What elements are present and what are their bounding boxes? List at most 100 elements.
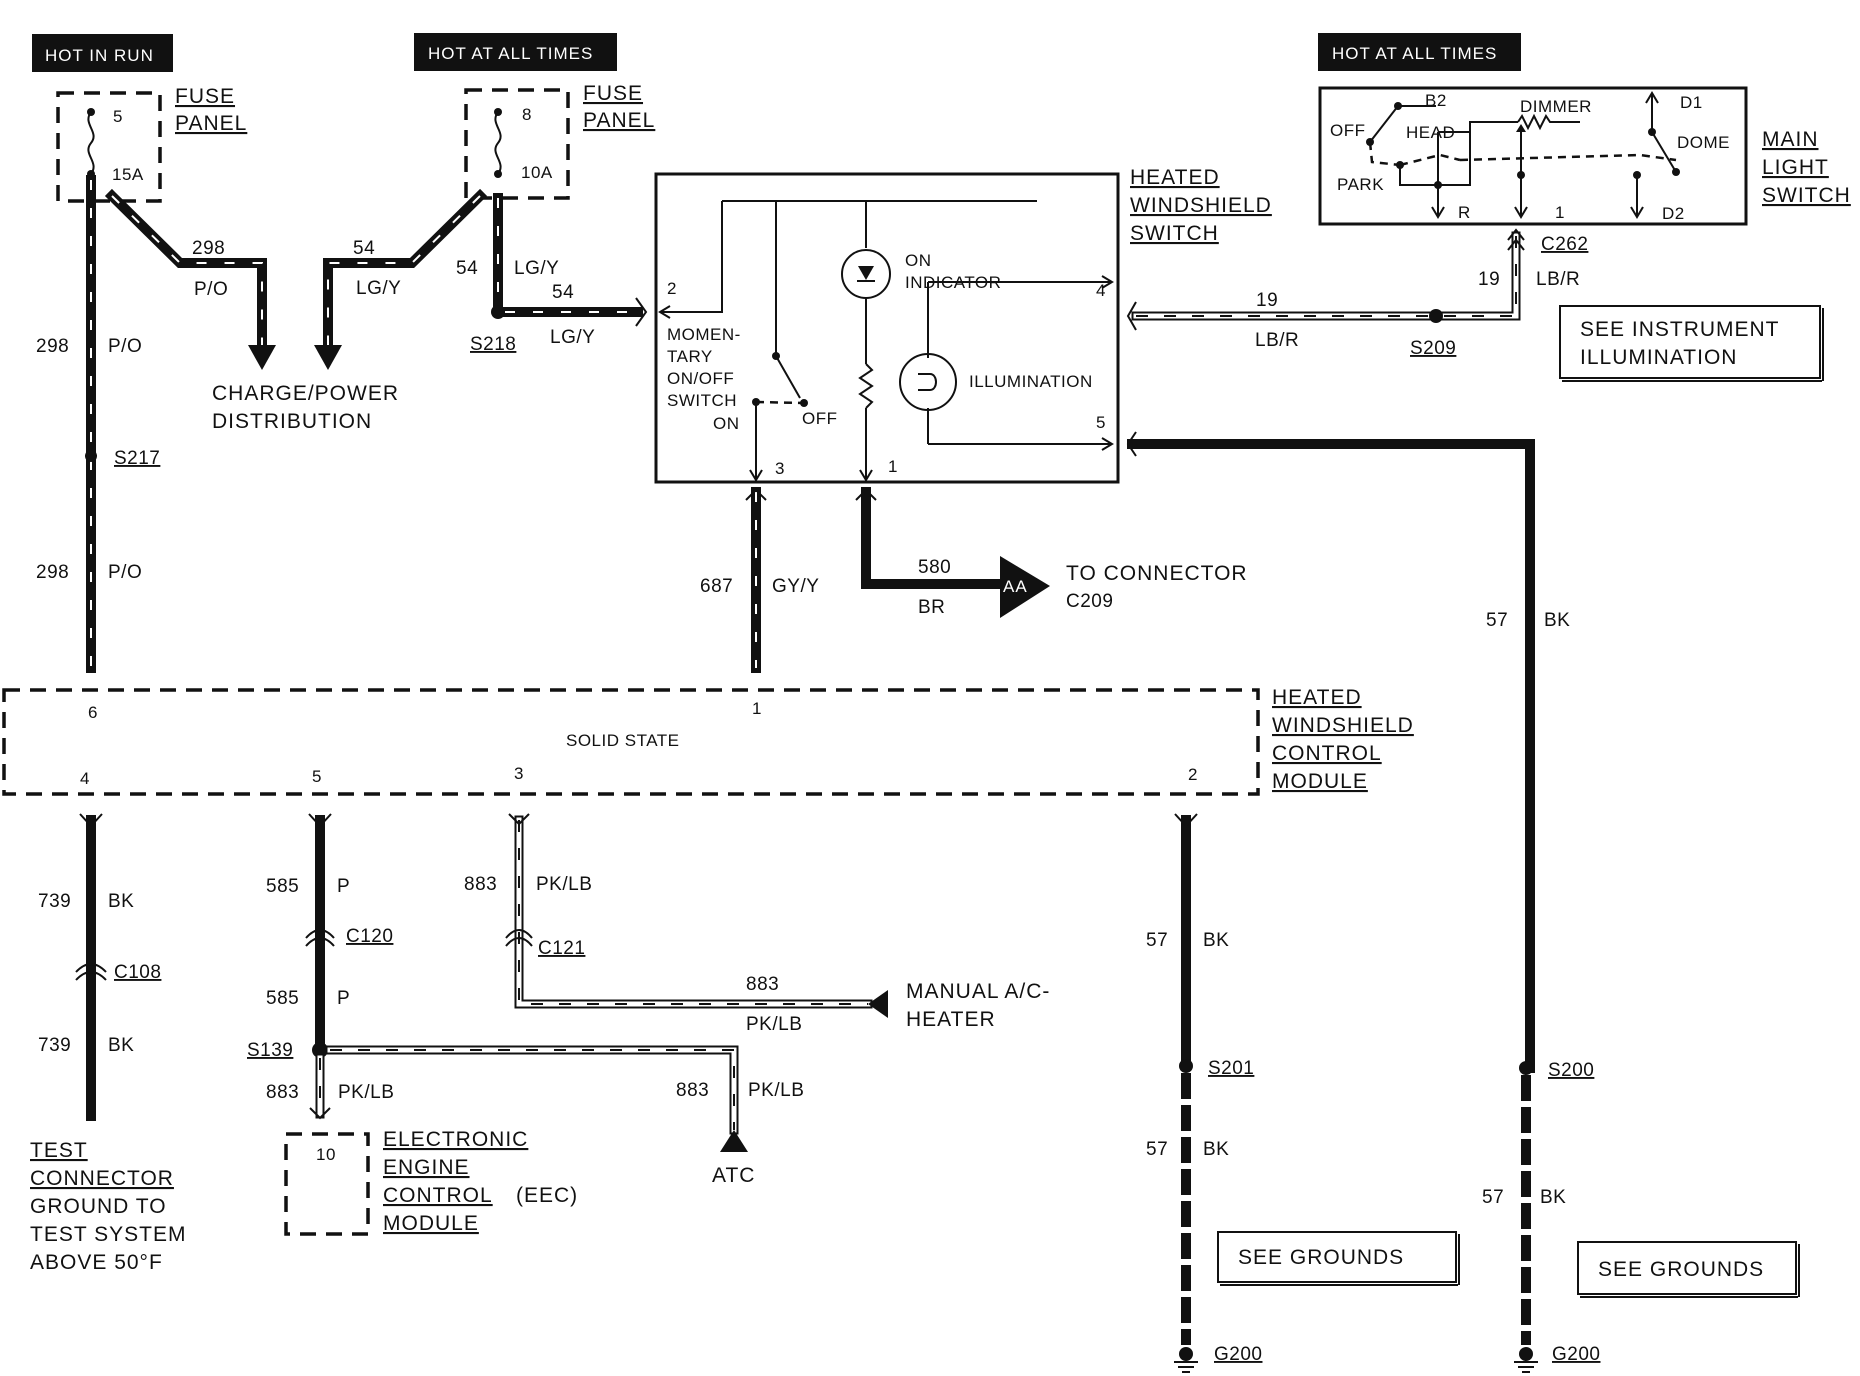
splice-s209-label: S209 <box>1410 338 1456 359</box>
wire-54-a-number: 54 <box>353 238 375 259</box>
ground-g200-a-label: G200 <box>1214 1344 1262 1365</box>
splice-s200-dot <box>1519 1061 1533 1075</box>
badge-hot-at-all-times-2: HOT AT ALL TIMES <box>1318 33 1521 71</box>
hws-title-3: SWITCH <box>1130 222 1219 245</box>
wire-739-a-number: 739 <box>38 891 71 912</box>
fuse-10a-label: 10A <box>521 163 553 182</box>
wire-298-b-number: 298 <box>192 238 225 259</box>
wire-585-b-color: P <box>337 988 350 1009</box>
mls-off: OFF <box>1330 121 1366 140</box>
momentary-label-2: TARY <box>667 347 713 366</box>
hws-title-1: HEATED <box>1130 166 1220 189</box>
splice-s201-label: S201 <box>1208 1058 1254 1079</box>
wire-739 <box>75 813 107 1121</box>
fuse-panel-2: 8 10A FUSE PANEL <box>464 82 654 200</box>
wire-19-a-color: LB/R <box>1255 330 1299 351</box>
on-indicator-label-2: INDICATOR <box>905 273 1001 292</box>
mls-title-3: SWITCH <box>1762 184 1851 207</box>
wire-57-main <box>1126 431 1535 1073</box>
mls-b2: B2 <box>1425 91 1447 110</box>
fuse-5-label: 5 <box>113 107 123 126</box>
wire-883-c-color: PK/LB <box>338 1082 394 1103</box>
wire-298-b-color: P/O <box>194 279 228 300</box>
fuse-15a-label: 15A <box>112 165 144 184</box>
module-pin-4: 4 <box>80 769 90 788</box>
hws-pin-1: 1 <box>888 457 898 476</box>
wire-580 <box>855 487 1050 618</box>
mls-pin-1: 1 <box>1555 203 1565 222</box>
eec-label-4: MODULE <box>383 1212 479 1235</box>
wire-585 <box>305 813 335 1055</box>
connector-c262-label: C262 <box>1541 234 1588 255</box>
wire-57-pin2 <box>1174 813 1198 1071</box>
wire-54-b-color: LG/Y <box>514 258 559 279</box>
wire-57-b-number: 57 <box>1146 1139 1168 1160</box>
fuse-panel-2-title-1: FUSE <box>583 82 643 105</box>
hws-title-2: WINDSHIELD <box>1130 194 1272 217</box>
see-grounds-box-1: SEE GROUNDS <box>1217 1231 1460 1286</box>
module-pin-6: 6 <box>88 703 98 722</box>
see-grounds-1-label: SEE GROUNDS <box>1238 1246 1404 1269</box>
hws-pin-5: 5 <box>1096 413 1106 432</box>
wire-298-a-color: P/O <box>108 336 142 357</box>
connector-c121-label: C121 <box>538 938 585 959</box>
splice-s200-label: S200 <box>1548 1060 1594 1081</box>
svg-text:HOT AT ALL TIMES: HOT AT ALL TIMES <box>428 44 593 63</box>
wire-883-eec <box>309 1053 331 1120</box>
charge-power-label-1: CHARGE/POWER <box>212 382 399 405</box>
test-connector-label-4: TEST SYSTEM <box>30 1223 186 1246</box>
manual-ac-label-1: MANUAL A/C- <box>906 980 1050 1003</box>
module-title-2: WINDSHIELD <box>1272 714 1414 737</box>
momentary-label-1: MOMEN- <box>667 325 741 344</box>
wire-57-c-color: BK <box>1540 1187 1566 1208</box>
wire-687-color: GY/Y <box>772 576 819 597</box>
eec-label-3b: (EEC) <box>516 1184 578 1207</box>
switch-on-label: ON <box>713 414 740 433</box>
eec-label-1: ELECTRONIC <box>383 1128 528 1151</box>
wire-298-branch <box>104 188 276 370</box>
test-connector-label-2: CONNECTOR <box>30 1167 174 1190</box>
fuse-8-label: 8 <box>522 105 532 124</box>
wire-739-a-color: BK <box>108 891 134 912</box>
eec-label-2: ENGINE <box>383 1156 470 1179</box>
wire-54-a-color: LG/Y <box>356 278 401 299</box>
test-connector-label-5: ABOVE 50°F <box>30 1251 163 1274</box>
module-pin-5: 5 <box>312 767 322 786</box>
module-title-4: MODULE <box>1272 770 1368 793</box>
wire-19 <box>1126 228 1525 331</box>
wire-883-atc <box>325 1045 748 1152</box>
connector-c108-label: C108 <box>114 962 161 983</box>
charge-power-label-2: DISTRIBUTION <box>212 410 372 433</box>
wire-54-c-number: 54 <box>552 282 574 303</box>
module-pin-3: 3 <box>514 764 524 783</box>
wire-585-a-number: 585 <box>266 876 299 897</box>
see-instrument-label-2: ILLUMINATION <box>1580 346 1737 369</box>
wire-298-a-number: 298 <box>36 336 69 357</box>
fuse-panel-1-title-2: PANEL <box>175 112 247 135</box>
mls-head: HEAD <box>1406 123 1455 142</box>
manual-ac-label-2: HEATER <box>906 1008 996 1031</box>
wire-298-c-color: P/O <box>108 562 142 583</box>
see-instrument-illumination-box: SEE INSTRUMENT ILLUMINATION <box>1559 305 1824 382</box>
splice-s218-label: S218 <box>470 334 516 355</box>
splice-s217-dot <box>85 450 97 462</box>
see-instrument-label-1: SEE INSTRUMENT <box>1580 318 1780 341</box>
fuse-panel-1-title-1: FUSE <box>175 85 235 108</box>
to-connector-label-1: TO CONNECTOR <box>1066 562 1248 585</box>
badge-hot-at-all-times-1: HOT AT ALL TIMES <box>414 33 617 71</box>
wire-883-a-color: PK/LB <box>536 874 592 895</box>
splice-s217-label: S217 <box>114 448 160 469</box>
solid-state-label: SOLID STATE <box>566 731 680 750</box>
mls-title-1: MAIN <box>1762 128 1819 151</box>
wire-580-number: 580 <box>918 557 951 578</box>
wire-57-main-color: BK <box>1544 610 1570 631</box>
svg-text:HOT IN RUN: HOT IN RUN <box>45 46 154 65</box>
atc-label: ATC <box>712 1164 755 1187</box>
splice-s139-label: S139 <box>247 1040 293 1061</box>
to-connector-label-2: C209 <box>1066 591 1113 612</box>
wire-883-b-number: 883 <box>746 974 779 995</box>
wire-19-b-number: 19 <box>1478 269 1500 290</box>
eec-label-3: CONTROL <box>383 1184 493 1207</box>
ground-g200-b-icon <box>1514 1347 1538 1373</box>
wire-739-b-number: 739 <box>38 1035 71 1056</box>
